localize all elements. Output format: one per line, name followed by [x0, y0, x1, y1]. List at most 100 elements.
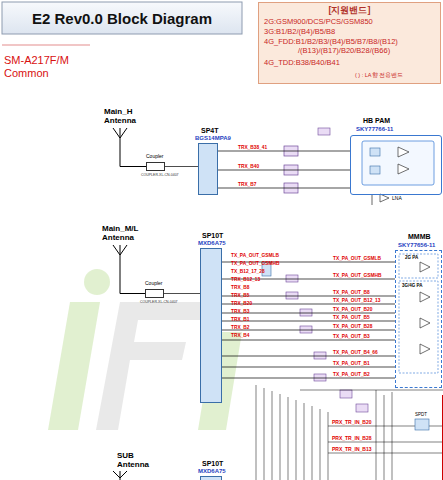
module-box: MMMBSKY77656-11 — [395, 250, 442, 388]
antenna-name: Main_M/L Antenna — [102, 224, 144, 242]
watermark-shape — [84, 269, 110, 295]
divider-line — [2, 45, 90, 46]
filter-symbol — [284, 183, 298, 193]
part-number: COUPLER-XL-CN-0407 — [141, 173, 179, 177]
signal-trace — [218, 170, 350, 171]
module-box: HB PAMSKY77766-11 — [350, 135, 442, 195]
filter-symbol — [300, 326, 312, 333]
part-name: SP10T — [202, 232, 223, 240]
signal-name: TRX_B4 — [231, 333, 249, 339]
block-name: 3G/4G PA — [402, 283, 422, 288]
signal-name: TRX_B2 — [231, 325, 249, 331]
pa-core — [362, 141, 434, 185]
part-number: SKY77656-11 — [398, 242, 435, 249]
part-name: Coupler — [146, 154, 164, 160]
signal-name: PRX_TR_IN_B28 — [332, 436, 371, 442]
part-number: BGS14MPA9 — [195, 135, 231, 142]
band-list: 2G:GSM900/DCS/PCS/GSM850 — [264, 18, 373, 27]
note-text: ( ) : LA향 전용밴드 — [355, 72, 403, 78]
wire — [300, 390, 443, 453]
part-name: SPDT — [415, 412, 427, 417]
switch-symbol — [370, 166, 380, 174]
table-heading: [지원밴드] — [259, 5, 440, 15]
signal-trace — [165, 166, 198, 167]
block-name: 2G PA — [405, 255, 418, 260]
signal-trace — [218, 188, 350, 189]
filter-symbol — [286, 292, 298, 299]
signal-name: TRX_B20 — [231, 301, 252, 307]
signal-name: TX_PA_OUT_B2 — [333, 372, 370, 378]
signal-name: TX_PA_OUT_GSMLB — [231, 253, 279, 259]
signal-trace — [164, 293, 200, 294]
signal-name: TRX_B5 — [231, 293, 249, 299]
signal-trace — [222, 367, 395, 368]
filter-symbol — [340, 390, 352, 398]
signal-name: TX_PA_OUT_B20 — [333, 307, 372, 313]
pa-block — [399, 281, 438, 373]
part-name: SP10T — [202, 460, 223, 468]
watermark-shape — [96, 302, 205, 430]
amplifier-symbol — [398, 147, 409, 174]
signal-name: TX_B12_17_28 — [231, 269, 265, 275]
signal-name: TX_PA_OUT_B8 — [333, 290, 370, 296]
filter-symbol — [286, 275, 298, 282]
switch-box: SP10TMXD6A75 — [200, 248, 222, 403]
signal-trace — [222, 340, 395, 341]
signal-trace — [222, 356, 395, 357]
signal-trace — [218, 151, 350, 152]
signal-name: TRX_B3 — [231, 309, 249, 315]
title-frame — [2, 2, 242, 34]
signal-name: PRX_TR_IN_B20 — [332, 420, 371, 426]
filter-symbol — [284, 146, 298, 156]
part-number: SKY77766-11 — [356, 126, 393, 133]
pa-block — [399, 254, 438, 278]
signal-name: TX_PA_OUT_GSMHB — [231, 261, 279, 267]
band-list: 4G_FDD:B1/B2/B3/(B4)/B5/B7/B8/(B12) /(B1… — [264, 38, 438, 55]
signal-name: TRX_B8 — [231, 285, 249, 291]
coupler-box: CouplerCOUPLER-XL-CN-0407 — [146, 162, 165, 171]
signal-name: TX_PA_OUT_GSMHB — [333, 273, 381, 279]
signal-trace — [222, 378, 395, 379]
switch-box: SP4TBGS14MPA9 — [198, 143, 218, 195]
switch-symbol — [370, 148, 380, 156]
signal-name: TRX_B38_41 — [238, 145, 267, 151]
band-list: 4G_TDD:B38/B40/B41 — [264, 59, 340, 68]
part-number: MXD6A75 — [198, 468, 226, 475]
antenna-symbol — [113, 128, 146, 167]
part-name: HB PAM — [363, 117, 390, 125]
amplifier-symbol — [420, 262, 430, 354]
antenna-symbol — [113, 245, 145, 294]
diagram-title: E2 Rev0.0 Block Diagram — [32, 10, 212, 27]
signal-name: TX_PA_OUT_GSMLB — [333, 256, 381, 262]
amplifier-symbol — [380, 194, 389, 202]
wire — [372, 195, 373, 205]
switch-symbol — [415, 419, 429, 430]
part-name: Coupler — [145, 281, 163, 287]
part-name: MMMB — [408, 233, 431, 241]
part-name: SP4T — [201, 127, 219, 135]
signal-name: PRX_TR_IN_B13 — [332, 447, 371, 453]
signal-name: TX_PA_OUT_B12_13 — [333, 298, 380, 304]
block-name: LNA — [392, 196, 402, 202]
filter-symbol — [314, 374, 326, 381]
signal-name: TX_PA_OUT_B5 — [333, 315, 370, 321]
part-number: MXD6A75 — [198, 240, 226, 247]
signal-name: TRX_B7 — [238, 182, 256, 188]
antenna-name: SUB Antenna — [117, 451, 155, 469]
model-note: SM-A217F/M Common — [4, 54, 78, 79]
filter-symbol — [356, 404, 368, 412]
watermark-shape — [48, 302, 100, 430]
band-list: 3G:B1/B2/(B4)/B5/B8 — [264, 28, 335, 37]
signal-name: TX_PA_OUT_B1 — [333, 361, 370, 367]
signal-name: TRX_B12_13 — [231, 277, 260, 283]
coupler-box: CouplerCOUPLER-XL-CN-0407 — [145, 289, 164, 298]
signal-name: TX_PA_OUT_B3 — [333, 334, 370, 340]
band-table: [지원밴드] 2G:GSM900/DCS/PCS/GSM8503G:B1/B2/(… — [258, 2, 441, 84]
antenna-name: Main_H Antenna — [104, 107, 140, 125]
title-box: E2 Rev0.0 Block Diagram — [2, 2, 242, 34]
filter-symbol — [314, 352, 326, 359]
antenna-symbol — [113, 471, 127, 480]
